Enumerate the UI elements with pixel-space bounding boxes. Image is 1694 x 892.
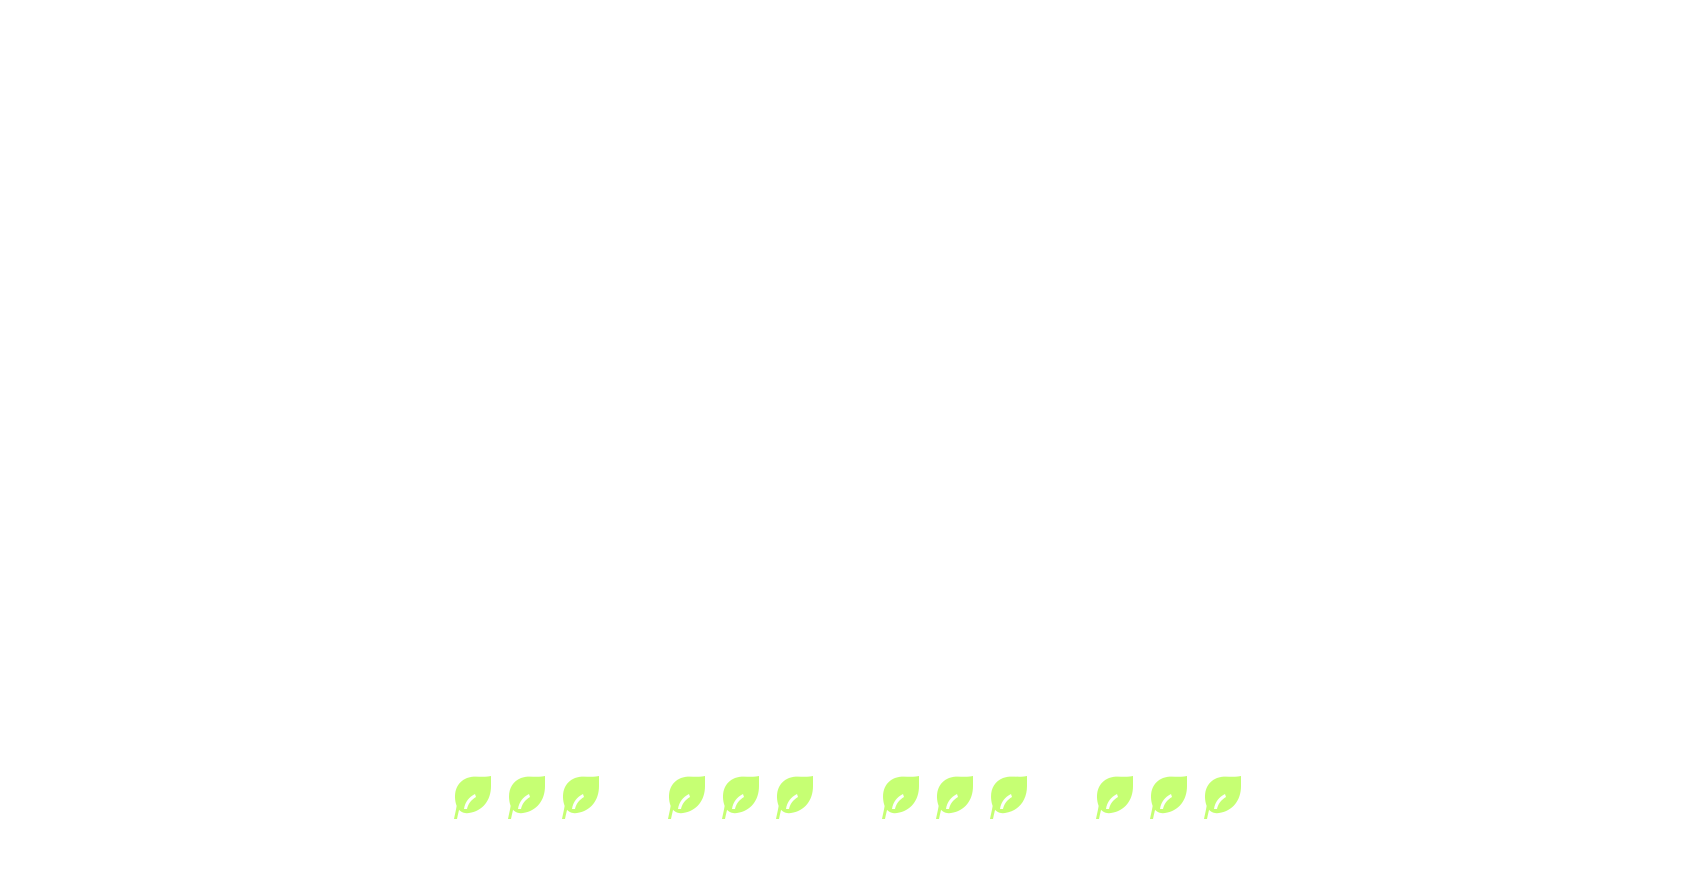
leaf-icon bbox=[773, 774, 815, 820]
leaf-icon bbox=[719, 774, 761, 820]
leaf-icon bbox=[987, 774, 1029, 820]
leaf-group-4 bbox=[1093, 774, 1243, 820]
leaf-group-3 bbox=[879, 774, 1029, 820]
leaf-icon bbox=[933, 774, 975, 820]
leaf-icon bbox=[665, 774, 707, 820]
leaf-icon bbox=[1201, 774, 1243, 820]
leaf-icon bbox=[1147, 774, 1189, 820]
leaf-icon-row bbox=[0, 773, 1694, 821]
leaf-icon bbox=[879, 774, 921, 820]
leaf-group-2 bbox=[665, 774, 815, 820]
leaf-icon bbox=[505, 774, 547, 820]
leaf-group-1 bbox=[451, 774, 601, 820]
leaf-icon bbox=[451, 774, 493, 820]
leaf-icon bbox=[559, 774, 601, 820]
leaf-icon bbox=[1093, 774, 1135, 820]
